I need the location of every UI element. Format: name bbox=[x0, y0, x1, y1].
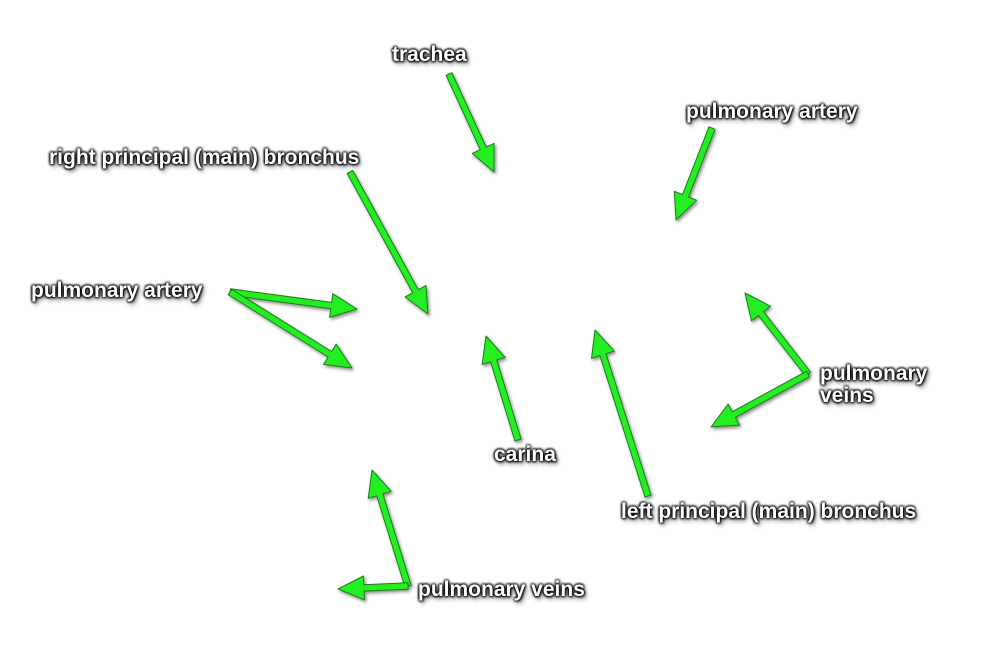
label-pulmonary-veins-right-line1: pulmonary bbox=[820, 362, 928, 385]
arrow-pulmonary-artery-top-right bbox=[673, 126, 716, 221]
arrow-pulmonary-artery-left-upper bbox=[229, 288, 358, 318]
arrow-carina bbox=[481, 335, 522, 442]
arrow-pulmonary-veins-bottom-left bbox=[337, 575, 409, 601]
arrow-pulmonary-veins-right-lower bbox=[710, 370, 810, 428]
arrow-pulmonary-veins-bottom-up bbox=[367, 469, 412, 588]
label-pulmonary-veins-right-line2: veins bbox=[820, 384, 874, 407]
arrow-pulmonary-artery-left-lower bbox=[227, 288, 353, 369]
label-right-principal-bronchus: right principal (main) bronchus bbox=[49, 146, 360, 169]
label-pulmonary-veins-right: pulmonary veins bbox=[820, 363, 927, 407]
label-pulmonary-artery-top-right: pulmonary artery bbox=[686, 100, 858, 123]
label-carina: carina bbox=[494, 443, 556, 466]
arrow-pulmonary-veins-right-upper bbox=[744, 292, 811, 377]
label-pulmonary-veins-bottom: pulmonary veins bbox=[418, 578, 585, 601]
label-pulmonary-artery-left: pulmonary artery bbox=[31, 279, 203, 302]
label-left-principal-bronchus: left principal (main) bronchus bbox=[621, 500, 917, 523]
label-trachea: trachea bbox=[392, 43, 467, 66]
arrow-trachea bbox=[445, 72, 495, 173]
arrow-right-principal-bronchus bbox=[346, 170, 429, 315]
arrow-left-principal-bronchus bbox=[591, 329, 652, 498]
